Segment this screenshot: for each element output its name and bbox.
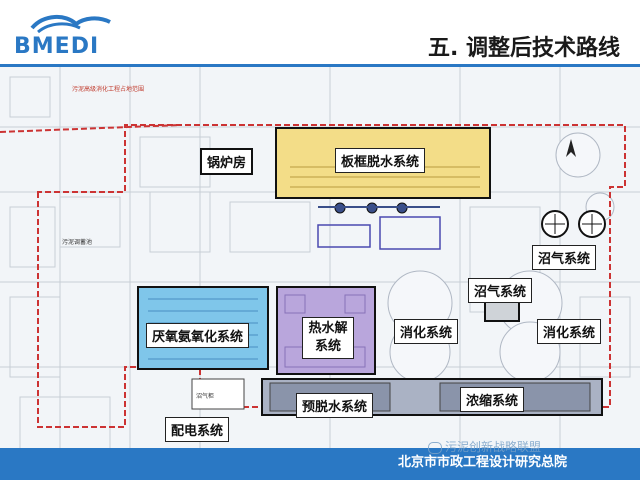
sludge-tank-caption: 污泥调蓄池 <box>62 239 93 246</box>
north-arrow-icon <box>566 139 576 157</box>
footer-organization: 北京市市政工程设计研究总院 <box>398 455 568 470</box>
watermark-text: 污泥创新战略联盟 <box>445 440 542 454</box>
project-boundary-caption: 污泥高级消化工程占地范围 <box>72 86 145 93</box>
label-biogas-system-2: 沼气系统 <box>468 278 533 303</box>
logo-wordmark: BMEDI <box>14 34 100 59</box>
footer-divider <box>0 448 640 451</box>
label-plate-frame-dewatering: 板框脱水系统 <box>335 148 426 173</box>
slide-header: BMEDI 五. 调整后技术路线 <box>0 0 640 66</box>
label-thermal-hydrolysis: 热水解系统 <box>302 317 354 359</box>
label-power-distribution: 配电系统 <box>165 417 230 442</box>
slide-title: 五. 调整后技术路线 <box>427 36 620 61</box>
label-digestion-system-2: 消化系统 <box>537 319 602 344</box>
header-divider <box>0 64 640 67</box>
footer-bar <box>0 451 640 480</box>
gas-holder-caption: 沼气柜 <box>196 393 215 400</box>
label-thickening-system: 浓缩系统 <box>460 387 525 412</box>
wechat-icon <box>428 441 442 454</box>
logo-wave-icon <box>30 15 111 34</box>
label-digestion-system-1: 消化系统 <box>394 319 459 344</box>
label-anaerobic-system: 厌氧氨氧化系统 <box>146 323 250 348</box>
site-plan-drawing <box>0 67 640 480</box>
label-biogas-system-1: 沼气系统 <box>532 245 597 270</box>
label-boiler-room: 锅炉房 <box>200 148 254 175</box>
watermark: 污泥创新战略联盟 <box>428 438 541 455</box>
site-plan-map: 污泥高级消化工程占地范围 污泥调蓄池 沼气柜 锅炉房 板框脱水系统 沼气系统 沼… <box>0 67 640 480</box>
brand-logo: BMEDI <box>14 10 124 60</box>
label-thermal-hydrolysis-text: 热水解系统 <box>308 321 348 354</box>
label-pre-dewatering: 预脱水系统 <box>296 393 374 418</box>
